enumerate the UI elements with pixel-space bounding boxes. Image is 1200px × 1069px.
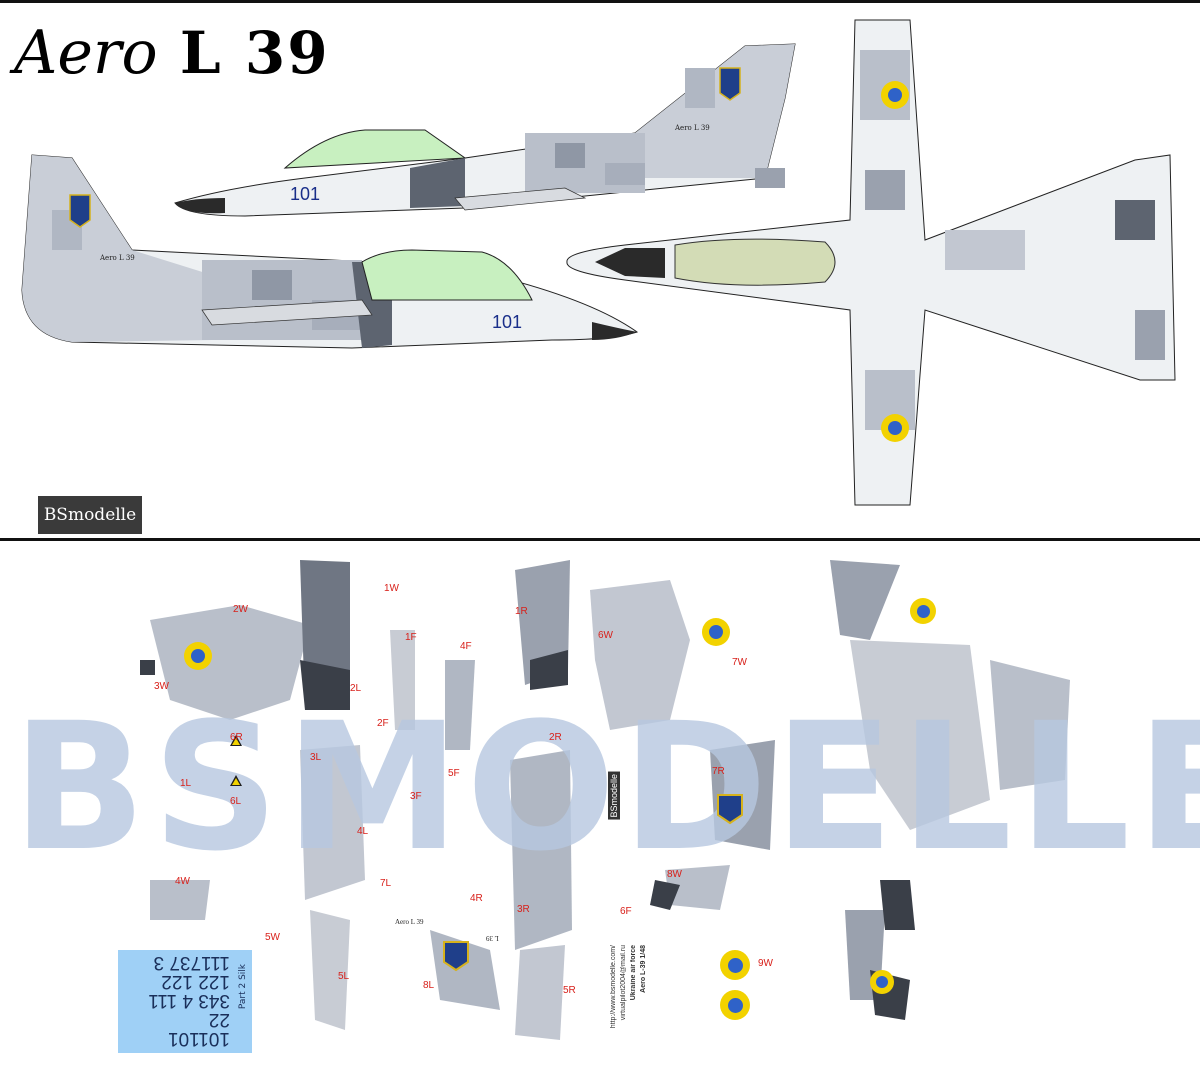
label-5r: 5R [563, 985, 576, 996]
lower-serial: 101 [492, 312, 522, 332]
roundel-7w [702, 618, 730, 646]
info-line-1: Aero L-39 1/48 [640, 945, 647, 993]
silk-line-1: 101101 22 [168, 1009, 230, 1049]
side-profile-lower: 101 Aero L 39 [21, 154, 639, 349]
silk-line-4: 111737 3 [153, 952, 230, 973]
label-4w: 4W [175, 876, 190, 887]
label-5f: 5F [448, 768, 460, 779]
label-6f: 6F [620, 906, 632, 917]
label-3r: 3R [517, 904, 530, 915]
label-1w: 1W [384, 583, 399, 594]
trident-badge-7r [717, 794, 743, 825]
label-2f: 2F [377, 718, 389, 729]
sheet-small-mark-flipped: L 39 [486, 934, 499, 942]
top-view [566, 19, 1176, 506]
label-1f: 1F [405, 632, 417, 643]
label-8l: 8L [423, 980, 435, 991]
label-5l: 5L [338, 971, 350, 982]
upper-serial: 101 [290, 184, 320, 204]
label-8w: 8W [667, 869, 682, 880]
label-7r: 7R [712, 766, 725, 777]
label-1r: 1R [515, 606, 528, 617]
title-script: Aero [14, 18, 158, 88]
label-4l: 4L [357, 826, 369, 837]
label-6w: 6W [598, 630, 613, 641]
info-line-4: http://www.bsmodelle.com/ [610, 945, 617, 1029]
silk-number-decals: 101101 22 343 4 111 122 122 111737 3 Par… [118, 950, 252, 1053]
roundel-lower-right [870, 970, 894, 994]
label-5w: 5W [265, 932, 280, 943]
warning-triangle-6l [230, 775, 242, 786]
label-6l: 6L [230, 796, 242, 807]
label-3w: 3W [154, 681, 169, 692]
label-3l: 3L [310, 752, 322, 763]
upper-tail-mark: Aero L 39 [674, 124, 710, 132]
trident-badge-8l [443, 941, 469, 972]
middle-rule [0, 538, 1200, 541]
roundel-9w-b [720, 990, 750, 1020]
label-3f: 3F [410, 791, 422, 802]
side-profile-upper: 101 Aero L 39 [174, 43, 796, 217]
label-2l: 2L [350, 683, 362, 694]
lower-tail-mark: Aero L 39 [99, 254, 135, 262]
sheet-small-logo: BSmodelle [608, 772, 620, 820]
warning-triangle-6r [230, 735, 242, 746]
label-2w: 2W [233, 604, 248, 615]
roundel-upper-right [910, 598, 936, 624]
roundel-2w [184, 642, 212, 670]
label-7l: 7L [380, 878, 392, 889]
page-title: Aero L 39 [14, 18, 330, 88]
label-6r: 6R [230, 732, 243, 743]
info-line-3: virtualpilot2004@mail.ru [620, 945, 627, 1021]
bsmodelle-watermark: BSMODELLE [12, 685, 1200, 890]
silk-numbers: 101101 22 343 4 111 122 122 111737 3 [144, 952, 230, 1049]
silk-line-3: 122 122 [161, 971, 230, 992]
silk-line-2: 343 4 111 [148, 990, 230, 1011]
title-model: L 39 [179, 19, 330, 87]
bsmodelle-logo: BSmodelle [38, 496, 142, 534]
info-line-2: Ukraine air force [630, 945, 637, 1001]
label-4r: 4R [470, 893, 483, 904]
decal-sheet-pieces [140, 560, 1070, 1040]
label-2r: 2R [549, 732, 562, 743]
label-9w: 9W [758, 958, 773, 969]
label-4f: 4F [460, 641, 472, 652]
silk-caption: Part 2 Silk [238, 964, 248, 1010]
top-rule [0, 0, 1200, 3]
roundel-9w-a [720, 950, 750, 980]
sheet-small-mark: Aero L 39 [395, 918, 424, 926]
label-1l: 1L [180, 778, 192, 789]
label-7w: 7W [732, 657, 747, 668]
